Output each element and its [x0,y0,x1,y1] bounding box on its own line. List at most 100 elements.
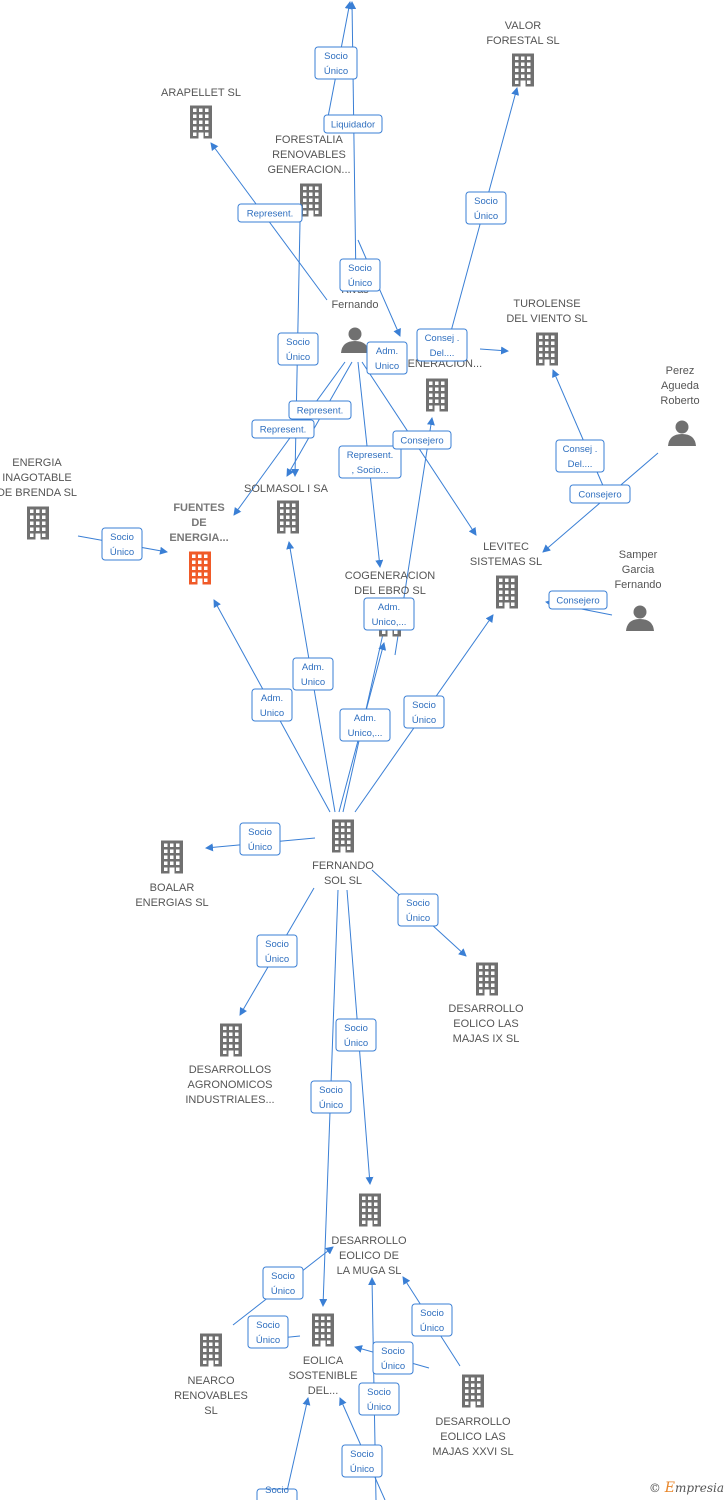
edge-label-text: Represent. [247,209,293,220]
node-label: SOLMASOL I SA [244,483,329,495]
building-icon [190,105,212,139]
edge-label-e20[interactable]: Adm.Unico,... [339,708,391,742]
edge-label-e18[interactable]: Adm.Unico [292,657,334,691]
building-icon [332,819,354,853]
building-icon [512,53,534,87]
edge-label-e9[interactable]: Represent. [288,400,352,420]
person-icon [341,327,369,353]
edge-label-e7[interactable]: Adm.Unico [366,341,408,375]
edge-label-e11[interactable]: Represent., Socio... [338,445,402,479]
edge-label-text: Adm.Unico [260,693,284,719]
person-icon [668,420,696,446]
edge-label-text: Consejero [400,436,443,447]
building-icon [300,183,322,217]
relationship-edge [284,1397,311,1500]
building-icon [27,506,49,540]
edge-label-e12[interactable]: Consejero [392,430,452,450]
edge-label-e19[interactable]: Adm.Unico [251,688,293,722]
building-icon [277,500,299,534]
edge-label-text: Consejero [556,596,599,607]
edge-label-e6[interactable]: Consej .Del.... [416,328,468,362]
edge-label-e14[interactable]: Consejero [569,484,631,504]
building-icon [426,378,448,412]
person-icon [626,605,654,631]
node-solmasol[interactable]: SOLMASOL I SA [244,483,329,534]
edge-label-e13[interactable]: Consej .Del.... [555,439,605,473]
edge-label-e10[interactable]: Represent. [251,419,315,439]
node-arapellet[interactable]: ARAPELLET SL [161,87,241,139]
edge-label-e4[interactable]: Represent. [237,203,303,223]
edge-label-e2[interactable]: Liquidador [323,114,383,134]
building-icon [359,1193,381,1227]
edge-label-e16[interactable]: Consejero [548,590,608,610]
building-icon [476,962,498,996]
relationship-edge [348,1,357,284]
building-icon [189,551,211,585]
edge-label-e17[interactable]: Adm.Unico,... [363,597,415,631]
building-icon [536,332,558,366]
building-icon [496,575,518,609]
edge-label-text: Represent., Socio... [347,450,393,476]
